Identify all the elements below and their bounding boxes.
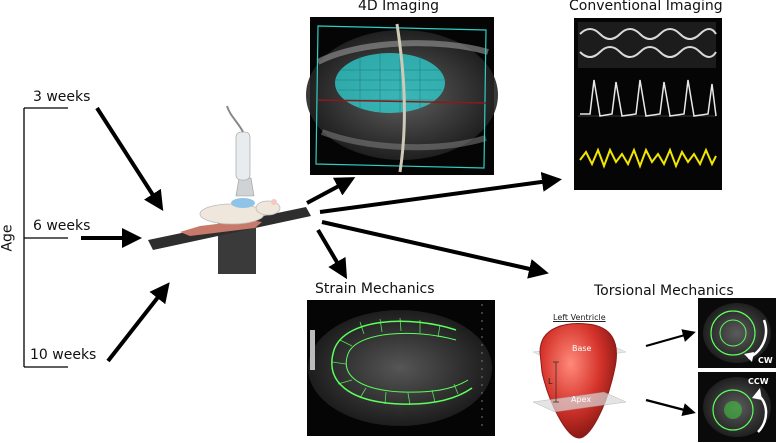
mouse-body — [199, 203, 265, 225]
panel-conventional-imaging — [574, 18, 722, 190]
title-conventional-imaging: Conventional Imaging — [569, 0, 723, 14]
length-label: L — [548, 377, 553, 386]
cyan-mesh-volume — [335, 53, 445, 113]
strain-contour — [331, 320, 473, 405]
yellow-trace — [579, 147, 717, 169]
timepoint-arrows — [81, 106, 170, 363]
torsion-base-image — [698, 298, 776, 368]
timepoint-3-weeks: 3 weeks — [33, 89, 91, 105]
title-4d-imaging: 4D Imaging — [358, 0, 440, 14]
title-strain-mechanics: Strain Mechanics — [315, 281, 435, 297]
mmode-strip — [578, 22, 716, 68]
torsion-apex-image — [698, 372, 776, 442]
timepoint-6-weeks: 6 weeks — [33, 218, 91, 234]
left-ventricle-diagram — [532, 323, 627, 439]
age-bracket — [23, 107, 68, 368]
doppler-trace — [580, 79, 717, 117]
cw-label: CW — [758, 356, 773, 365]
output-arrows — [306, 171, 562, 280]
ultrasound-probe — [235, 177, 255, 197]
base-label: Base — [572, 344, 592, 353]
apex-label: Apex — [571, 395, 592, 404]
ccw-label: CCW — [748, 377, 769, 386]
torsion-arrows — [645, 329, 696, 417]
imaging-platform — [148, 105, 311, 274]
panel-4d-imaging — [306, 17, 498, 175]
ventricle-label: Left Ventricle — [553, 313, 606, 322]
title-torsional-mechanics: Torsional Mechanics — [594, 283, 734, 299]
timepoint-10-weeks: 10 weeks — [30, 347, 97, 363]
panel-strain-mechanics — [307, 300, 495, 436]
